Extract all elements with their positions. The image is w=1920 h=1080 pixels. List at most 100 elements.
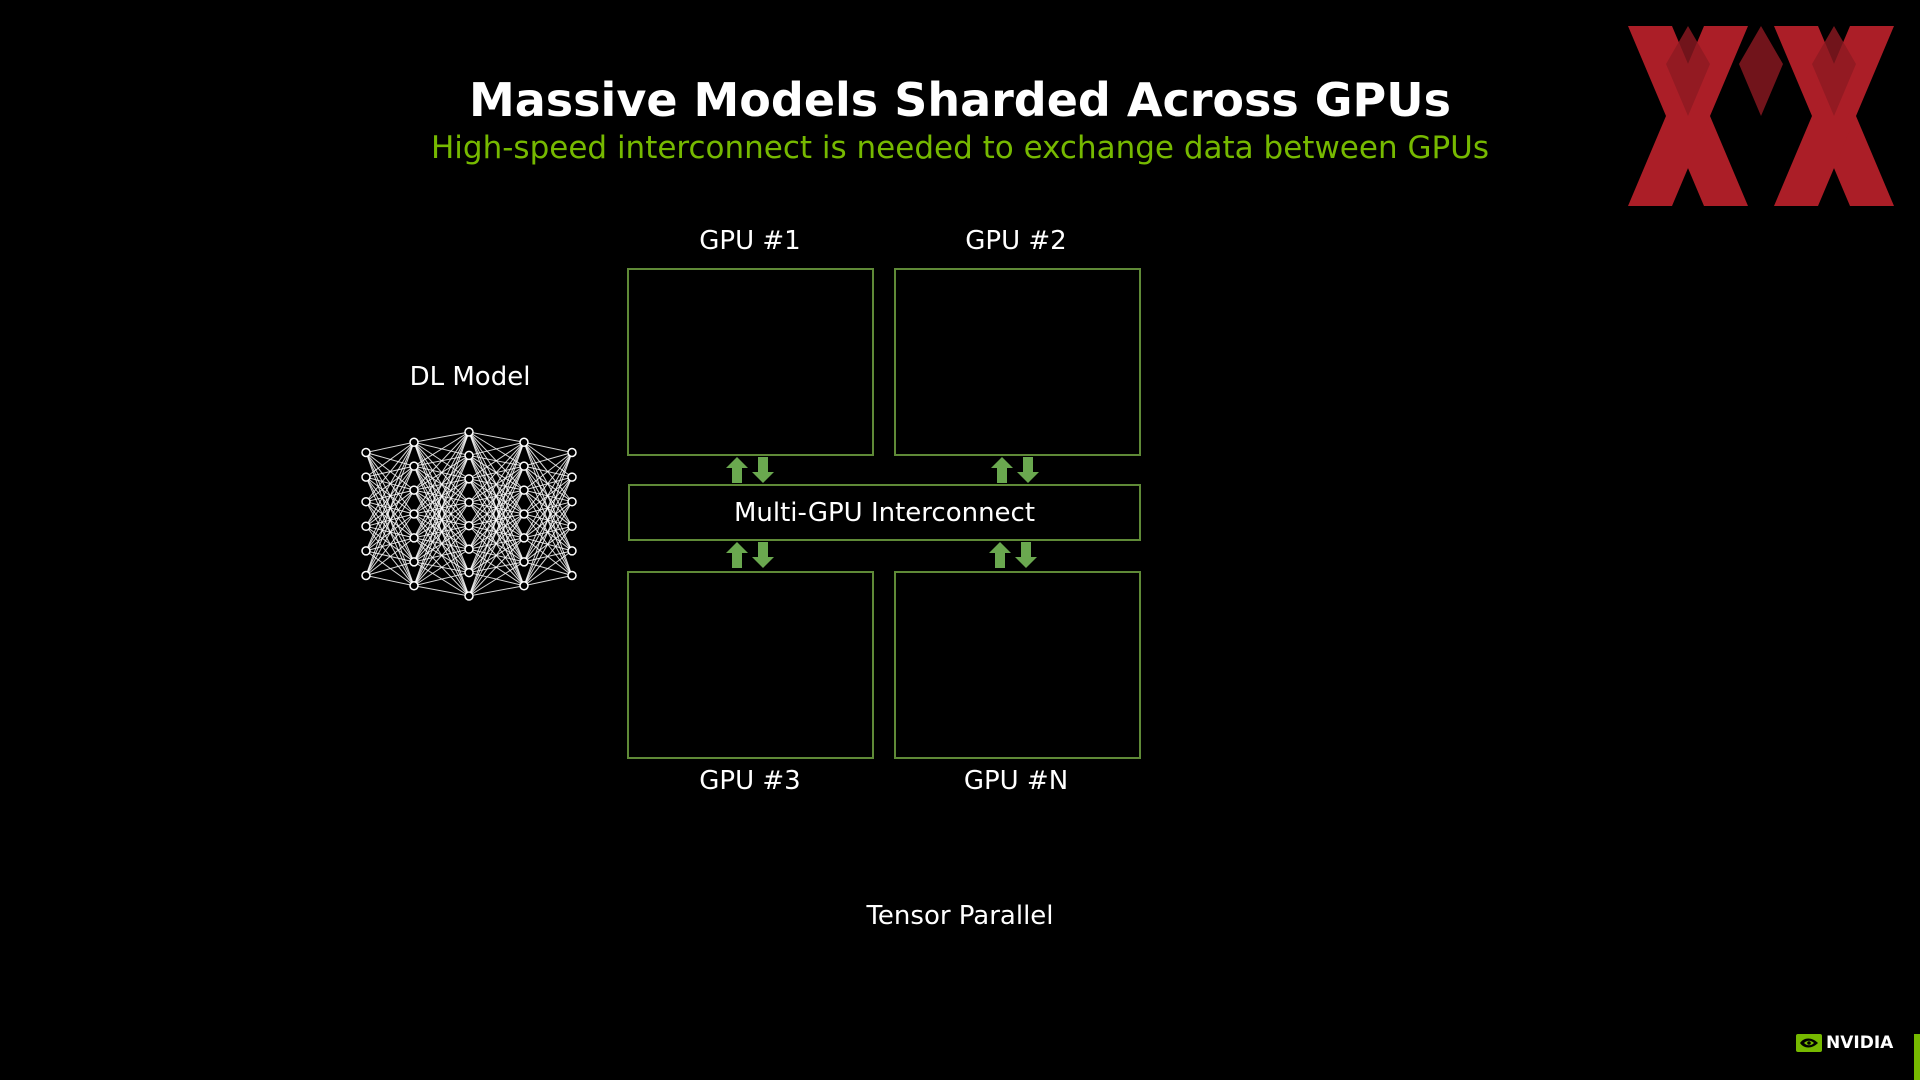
nn-node	[464, 497, 474, 508]
nn-connection	[413, 431, 470, 586]
nn-connection	[523, 452, 573, 491]
nn-node	[567, 472, 577, 482]
nn-connection	[468, 441, 525, 480]
nn-connection	[523, 575, 573, 587]
dl-model-label: DL Model	[409, 362, 531, 392]
nn-connection	[365, 442, 415, 576]
nn-node	[567, 521, 577, 532]
nn-connection	[413, 431, 470, 467]
nn-node	[567, 496, 577, 507]
nn-connection	[468, 561, 525, 597]
nn-connection	[413, 431, 470, 491]
nn-connection	[413, 478, 470, 586]
nn-node	[361, 447, 371, 458]
nn-connection	[413, 455, 470, 586]
nn-node	[361, 496, 371, 507]
nn-connection	[468, 442, 525, 573]
nn-connection	[413, 502, 470, 587]
gpu-label-2: GPU #2	[965, 226, 1067, 256]
nn-connection	[468, 431, 525, 443]
interconnect-label: Multi-GPU Interconnect	[733, 497, 1036, 528]
nn-connection	[413, 431, 470, 563]
page-subtitle: High-speed interconnect is needed to exc…	[431, 130, 1489, 166]
gpu-label-1: GPU #1	[699, 226, 801, 256]
nn-connection	[523, 452, 573, 586]
nn-node	[409, 437, 419, 447]
nn-node	[567, 447, 577, 458]
nn-connection	[365, 575, 415, 587]
diagram-caption: Tensor Parallel	[866, 901, 1054, 931]
nn-connection	[468, 513, 525, 597]
gpu-box-2	[894, 268, 1141, 456]
nn-node	[464, 427, 474, 437]
nn-connection	[468, 537, 525, 597]
up-down-arrows-icon	[991, 457, 1039, 483]
nn-node	[464, 544, 474, 554]
up-down-arrows-icon	[726, 457, 774, 483]
nn-node	[361, 521, 371, 532]
neural-network-icon	[361, 427, 577, 601]
nn-connection	[413, 585, 470, 597]
nn-node	[519, 581, 529, 591]
nn-connection	[523, 525, 573, 587]
nn-connection	[523, 452, 573, 563]
nn-node	[409, 485, 419, 495]
nn-connection	[523, 452, 573, 467]
gpu-box-1	[627, 268, 874, 456]
nvidia-eye-logo	[1796, 1034, 1822, 1052]
nn-connection	[365, 537, 415, 576]
gpu-box-3	[627, 571, 874, 759]
nn-node	[409, 581, 419, 591]
nn-connection	[523, 476, 573, 586]
nn-connection	[468, 442, 525, 550]
nn-connection	[365, 441, 415, 453]
nn-connection	[468, 489, 525, 597]
nn-connection	[468, 585, 525, 597]
double-x-logo	[1628, 26, 1894, 206]
nn-node	[519, 485, 529, 495]
nn-node	[409, 461, 419, 471]
nn-node	[519, 533, 529, 543]
nn-node	[519, 557, 529, 567]
gpu-label-n: GPU #N	[963, 766, 1069, 796]
nn-connection	[413, 548, 470, 587]
accent-bar	[1914, 1034, 1920, 1080]
nn-node	[361, 570, 371, 581]
nn-node	[464, 591, 474, 601]
nn-connection	[365, 489, 415, 576]
gpu-label-3: GPU #3	[699, 766, 801, 796]
gpu-box-n	[894, 571, 1141, 759]
nn-node	[519, 509, 529, 519]
nn-connection	[468, 442, 525, 597]
nn-connection	[523, 452, 573, 515]
nn-connection	[523, 550, 573, 587]
nn-connection	[365, 442, 415, 527]
nn-node	[567, 546, 577, 556]
nn-node	[567, 570, 577, 581]
nn-connection	[365, 465, 415, 576]
nn-connection	[468, 465, 525, 597]
nn-connection	[413, 431, 470, 539]
nn-node	[519, 461, 529, 471]
up-down-arrows-icon	[726, 542, 774, 568]
nn-connection	[468, 441, 525, 456]
nvidia-logo: NVIDIA	[1796, 1032, 1893, 1054]
nn-connection	[413, 431, 470, 515]
nn-node	[464, 520, 474, 531]
nn-connection	[413, 431, 470, 443]
nn-node	[409, 557, 419, 567]
nn-connection	[365, 441, 415, 503]
nn-node	[464, 450, 474, 461]
nn-connection	[365, 442, 415, 552]
up-down-arrows-icon	[989, 542, 1037, 568]
nn-connection	[413, 572, 470, 587]
nn-node	[361, 546, 371, 556]
nn-node	[361, 472, 371, 482]
nn-connection	[523, 452, 573, 539]
nn-connection	[468, 441, 525, 526]
nn-node	[464, 474, 474, 484]
nn-connection	[523, 441, 573, 453]
nn-node	[464, 567, 474, 578]
multi-gpu-interconnect: Multi-GPU Interconnect	[628, 484, 1141, 541]
nn-connection	[365, 441, 415, 478]
